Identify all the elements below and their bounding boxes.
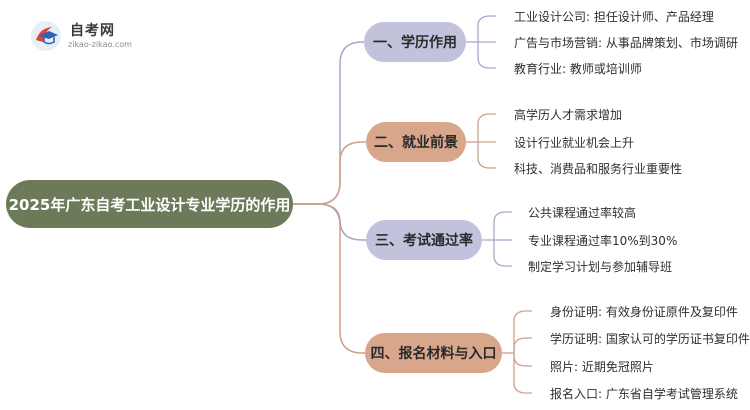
connector-root-branch-1 <box>293 41 364 205</box>
leaf-node: 身份证明: 有效身份证原件及复印件 <box>550 305 738 319</box>
connector-b2-leaf-1 <box>477 113 496 142</box>
graduation-cap-icon <box>31 21 61 51</box>
site-logo[interactable]: 自考网 zikao-zikao.com <box>30 18 170 52</box>
connector-root-branch-2 <box>293 141 366 205</box>
leaf-node: 教育行业: 教师或培训师 <box>514 62 642 76</box>
logo-subtitle: zikao-zikao.com <box>68 40 132 49</box>
leaf-node: 制定学习计划与参加辅导班 <box>528 260 673 274</box>
connector-b3-leaf-1 <box>493 211 512 240</box>
root-node: 2025年广东自考工业设计专业学历的作用 <box>6 180 293 228</box>
connector-root-branch-3 <box>293 203 366 241</box>
branch-node-3: 三、考试通过率 <box>366 220 482 260</box>
connector-b4-leaf-1 <box>513 310 532 353</box>
leaf-node: 广告与市场营销: 从事品牌策划、市场调研 <box>514 36 738 50</box>
connector-b3-leaf-3 <box>493 240 512 267</box>
branch-node-1: 一、学历作用 <box>364 22 466 62</box>
branch-node-2: 二、就业前景 <box>366 122 466 162</box>
connector-root-branch-4 <box>293 203 365 354</box>
leaf-node: 科技、消费品和服务行业重要性 <box>514 162 683 176</box>
leaf-node: 设计行业就业机会上升 <box>514 136 635 150</box>
connector-b4-leaf-4 <box>513 353 532 394</box>
connector-b4-leaf-3 <box>513 353 532 367</box>
branch-node-4: 四、报名材料与入口 <box>365 333 502 373</box>
leaf-node: 学历证明: 国家认可的学历证书复印件 <box>550 332 750 346</box>
connector-b4-leaf-2 <box>513 337 532 353</box>
connector-b1-leaf-1 <box>477 15 496 42</box>
connector-b2-leaf-3 <box>477 142 496 169</box>
leaf-node: 照片: 近期免冠照片 <box>550 360 654 374</box>
leaf-node: 工业设计公司: 担任设计师、产品经理 <box>514 10 714 24</box>
leaf-node: 高学历人才需求增加 <box>514 108 623 122</box>
leaf-node: 专业课程通过率10%到30% <box>528 234 678 248</box>
leaf-node: 报名入口: 广东省自学考试管理系统 <box>550 387 738 401</box>
leaf-node: 公共课程通过率较高 <box>528 206 637 220</box>
connector-b1-leaf-3 <box>477 42 496 69</box>
logo-title: 自考网 <box>70 23 115 39</box>
